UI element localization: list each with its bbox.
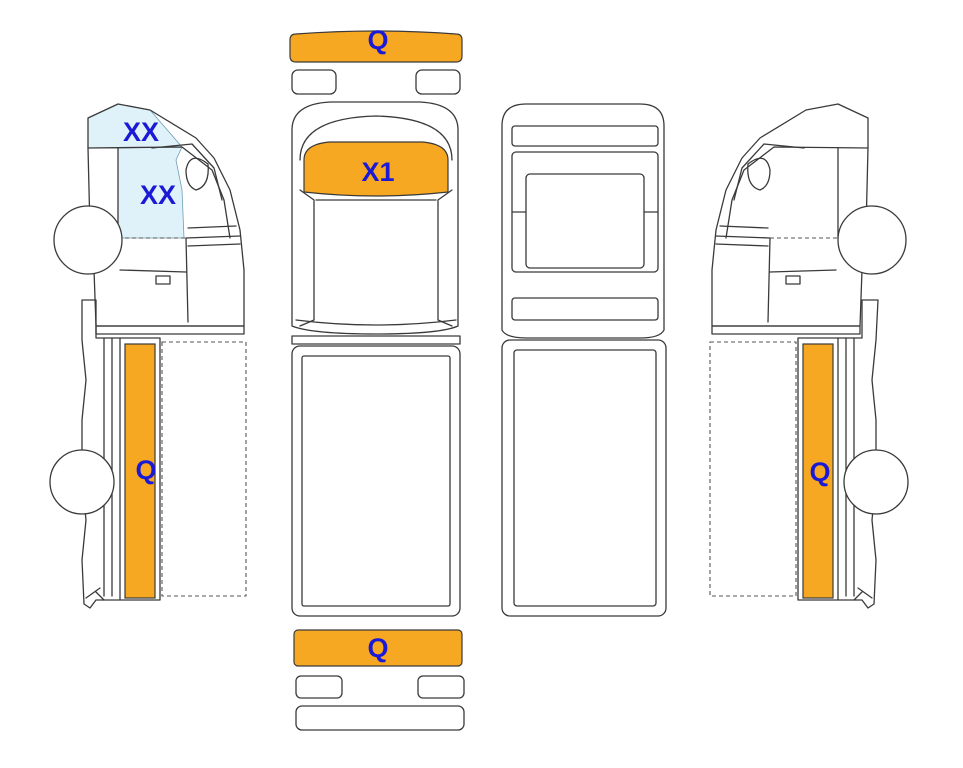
top-view: Q X1 Q [289,25,465,731]
front-bumper-damage[interactable] [289,30,463,63]
right-cab-outline [711,103,869,327]
left-side-damage-panel[interactable] [124,343,156,599]
left-side-view: XX XX Q [49,103,247,609]
right-side-view: Q [709,103,909,609]
left-rear-wheel [49,449,115,515]
windshield-damage[interactable] [303,141,449,197]
top-cargo-outline [291,345,461,617]
front-bumper-label: Q [367,25,388,55]
right-front-wheel [837,205,907,275]
left-upper-window-label: XX [123,117,159,147]
left-side-panel-label: Q [135,455,156,485]
underside-view [501,103,667,617]
top-cab-outline [291,101,459,335]
right-side-damage-panel[interactable] [802,343,834,599]
left-front-wheel [53,205,123,275]
underside-cargo-outline [501,339,667,617]
windshield-label: X1 [361,157,394,187]
underside-cab-outline [501,103,665,339]
rear-bumper-damage[interactable] [293,629,463,667]
left-lower-window-label: XX [140,180,176,210]
right-side-panel-label: Q [809,457,830,487]
rear-bumper-label: Q [367,633,388,663]
right-rear-wheel [843,449,909,515]
